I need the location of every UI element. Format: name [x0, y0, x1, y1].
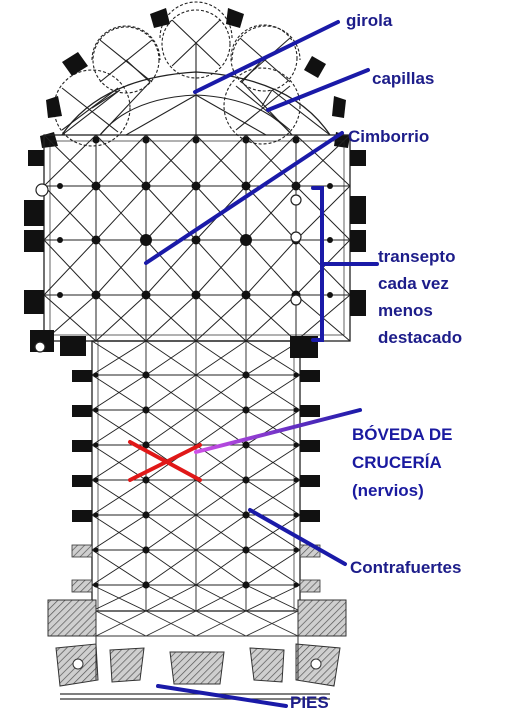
pier — [142, 441, 150, 449]
pier — [242, 406, 250, 414]
pier — [93, 512, 99, 518]
pier — [242, 581, 250, 589]
pier — [242, 511, 250, 519]
label-boveda-1: BÓVEDA DE — [352, 425, 452, 444]
pier — [92, 136, 100, 144]
pier — [293, 442, 299, 448]
leader-girola — [193, 20, 340, 94]
label-transepto-4: destacado — [378, 328, 462, 347]
pier — [293, 372, 299, 378]
leader-pies — [156, 684, 288, 708]
label-pies: PIES — [290, 693, 329, 712]
label-girola: girola — [346, 11, 393, 30]
pier — [93, 477, 99, 483]
pier — [142, 406, 150, 414]
label-capillas: capillas — [372, 69, 434, 88]
pier — [57, 183, 63, 189]
rib-diagonal-2 — [128, 443, 202, 482]
pier — [91, 235, 101, 245]
pier — [91, 181, 101, 191]
pier — [191, 181, 201, 191]
floor-plan — [24, 1, 366, 700]
pier — [241, 181, 251, 191]
pier — [142, 581, 150, 589]
leader-lines — [144, 20, 379, 708]
pier — [91, 290, 101, 300]
pier — [93, 582, 99, 588]
pier — [240, 234, 252, 246]
transept-piers — [57, 136, 333, 300]
leader-contrafuertes — [248, 508, 347, 566]
pier — [293, 582, 299, 588]
label-boveda-3: (nervios) — [352, 481, 424, 500]
nave-buttresses — [71, 370, 321, 593]
label-cimborrio: Cimborrio — [348, 127, 429, 146]
pier — [142, 371, 150, 379]
leader-capillas — [266, 68, 370, 112]
label-transepto-1: transepto — [378, 247, 455, 266]
pier — [141, 290, 151, 300]
pier — [140, 234, 152, 246]
pier — [142, 546, 150, 554]
pier — [141, 181, 151, 191]
leader-cimborrio — [144, 131, 344, 265]
transept-buttresses — [24, 150, 366, 358]
labels: girola capillas Cimborrio transepto cada… — [290, 11, 462, 712]
pier — [291, 181, 301, 191]
pier — [292, 136, 300, 144]
pier — [293, 512, 299, 518]
pier — [142, 476, 150, 484]
pier — [293, 407, 299, 413]
pier — [327, 183, 333, 189]
turrets — [34, 183, 302, 353]
pier — [241, 290, 251, 300]
pier — [293, 477, 299, 483]
pier — [57, 237, 63, 243]
pier — [192, 136, 200, 144]
label-contrafuertes: Contrafuertes — [350, 558, 461, 577]
pier — [242, 476, 250, 484]
pier — [191, 290, 201, 300]
pier — [293, 547, 299, 553]
pier — [142, 511, 150, 519]
leader-boveda — [194, 408, 362, 454]
label-boveda-2: CRUCERÍA — [352, 453, 442, 472]
pier — [93, 547, 99, 553]
pier — [57, 292, 63, 298]
pier — [93, 407, 99, 413]
nave-piers — [93, 371, 299, 589]
apse-buttresses — [40, 8, 350, 148]
ribbed-vault-highlight — [128, 440, 202, 482]
pier — [93, 442, 99, 448]
pier — [242, 546, 250, 554]
apse-chevet — [53, 1, 331, 147]
pier — [242, 136, 250, 144]
pier — [327, 292, 333, 298]
label-transepto-2: cada vez — [378, 274, 449, 293]
pier — [242, 441, 250, 449]
pier — [242, 371, 250, 379]
facade-pies — [47, 599, 347, 700]
pier — [327, 237, 333, 243]
label-transepto-3: menos — [378, 301, 433, 320]
pier — [142, 136, 150, 144]
pier — [93, 372, 99, 378]
pier — [191, 235, 201, 245]
